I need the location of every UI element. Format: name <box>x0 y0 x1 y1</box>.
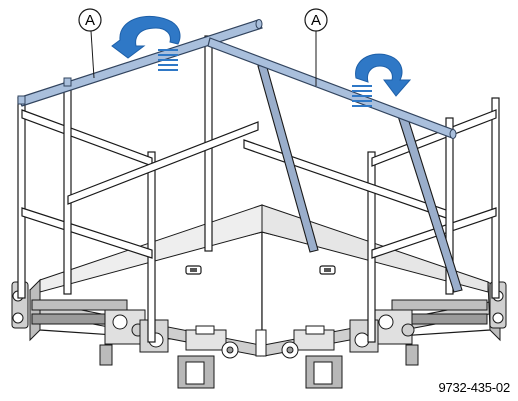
rail-back-left-lower <box>67 121 259 205</box>
rotation-arrow-left <box>111 15 181 71</box>
callout-a-right: A <box>304 8 328 86</box>
post-right-mid <box>367 151 376 343</box>
rail-left-middle <box>21 207 153 259</box>
center-bracket-assembly <box>177 325 343 389</box>
post-left-front <box>17 97 26 299</box>
callout-label: A <box>85 12 95 29</box>
post-back-right <box>445 117 454 295</box>
post-right-front <box>491 97 500 299</box>
rail-right-top <box>371 109 497 167</box>
blue-rail-right <box>207 37 455 139</box>
callout-a-left: A <box>78 8 102 79</box>
post-left-mid <box>147 151 156 343</box>
post-back-left <box>63 81 72 295</box>
rail-left-top <box>21 109 153 167</box>
guardrail-frames <box>17 35 500 343</box>
pivoting-top-rails <box>17 19 457 139</box>
figure-number: 9732-435-02 <box>438 380 510 395</box>
rotation-arrow-right <box>352 53 412 107</box>
rail-right-middle <box>371 207 497 259</box>
callout-label: A <box>311 12 321 29</box>
